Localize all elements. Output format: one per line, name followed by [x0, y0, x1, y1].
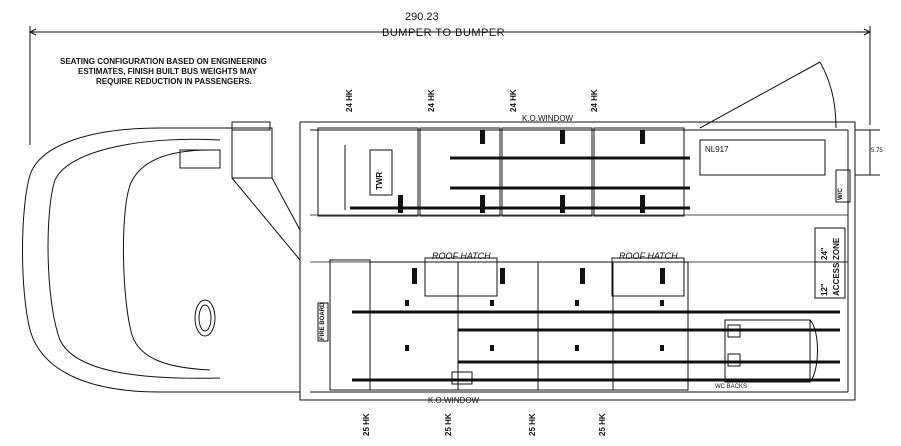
note-line-3: REQUIRE REDUCTION IN PASSENGERS.	[96, 77, 252, 86]
rear-small-box	[835, 169, 851, 203]
driver-partition	[231, 127, 273, 179]
bottom-seat-label-2: 25 HK	[444, 413, 453, 436]
note-line-1: SEATING CONFIGURATION BASED ON ENGINEERI…	[60, 57, 267, 66]
bus-body-outline	[299, 121, 856, 401]
top-seat-label-3: 24 HK	[509, 89, 518, 112]
top-seat-4	[593, 127, 685, 217]
cab-console	[179, 149, 221, 169]
rear-box-label: NL917	[705, 145, 729, 154]
bus-front-outline	[22, 127, 300, 393]
dash-outline	[122, 149, 211, 371]
roof-hatch-label-1: ROOF HATCH	[432, 251, 491, 261]
steering-wheel	[194, 299, 216, 337]
top-seat-2	[419, 127, 501, 217]
roof-hatch-1	[424, 257, 498, 297]
note-line-2: ESTIMATES, FINISH BUILT BUS WEIGHTS MAY	[78, 67, 257, 76]
bottom-seat-4	[612, 261, 689, 391]
bottom-seat-label-3: 25 HK	[528, 413, 537, 436]
windshield-outline	[47, 138, 221, 379]
access-zone-line-4: ACCESS	[832, 262, 841, 296]
top-seat-row	[317, 127, 685, 217]
access-zone-line-2: ZONE	[832, 237, 841, 260]
bottom-seat-3	[537, 261, 614, 391]
roof-hatch-label-2: ROOF HATCH	[619, 251, 678, 261]
top-seat-label-1: 24 HK	[345, 89, 354, 112]
top-window-label: K.O.WINDOW	[522, 114, 574, 123]
overall-length-value: 290.23	[405, 11, 439, 23]
wc-backs-label: WC BACKS	[715, 384, 748, 390]
access-zone-box	[814, 227, 846, 299]
bottom-seat-label-4: 25 HK	[598, 413, 607, 436]
overall-length-label: BUMPER TO BUMPER	[382, 27, 506, 39]
top-seat-3	[501, 127, 593, 217]
access-zone-line-1: 24"	[820, 247, 829, 260]
rear-dimension-label: 5.75	[871, 148, 883, 154]
bottom-seat-label-1: 25 HK	[362, 413, 371, 436]
fire-board	[317, 302, 329, 342]
twr-label: TWR	[375, 171, 384, 190]
door-swing-arc	[819, 61, 837, 129]
fire-board-label: FIRE BOARD	[320, 302, 326, 340]
twr-box	[369, 149, 393, 196]
top-seat-1	[317, 127, 419, 217]
bottom-seat-row	[329, 257, 689, 391]
top-seat-label-4: 24 HK	[590, 89, 599, 112]
bottom-seat-2	[457, 261, 539, 391]
roof-hatch-2	[611, 257, 685, 297]
top-seat-label-2: 24 HK	[427, 89, 436, 112]
bottom-window-label: K.O.WINDOW	[428, 396, 480, 405]
wheelchair-area	[724, 319, 811, 383]
access-zone-line-3: 12"	[820, 283, 829, 296]
wc-label: W/C	[838, 188, 844, 200]
door-swing-line	[699, 61, 821, 129]
rear-box	[699, 139, 826, 176]
